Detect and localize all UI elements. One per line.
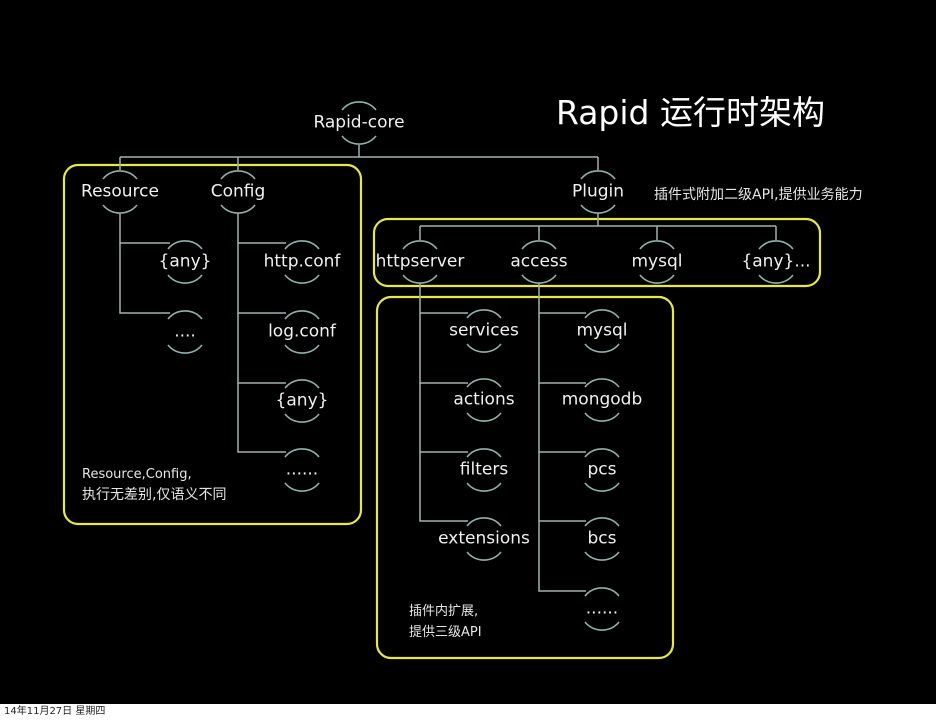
- node-rapid-core-top-arc: [341, 101, 377, 111]
- node-resource-more-top-arc: [167, 310, 203, 320]
- node-config-child-3-top-arc: [284, 448, 320, 458]
- connector-bcs: [538, 452, 586, 522]
- node-plugin-child-2-top-arc: [639, 240, 675, 250]
- node-access-child-4-top-arc: [584, 587, 620, 597]
- connector-resource-more: [119, 243, 170, 314]
- resource-config-note-line1: Resource,Config,: [82, 467, 192, 482]
- node-plugin: Plugin: [571, 181, 625, 202]
- group-plugin-extensions: [375, 295, 675, 660]
- node-config-bottom-arc: [220, 204, 256, 214]
- node-resource-top-arc: [102, 170, 138, 180]
- node-config-child-2-bottom-arc: [284, 413, 320, 423]
- node-mongodb: mongodb: [561, 389, 643, 410]
- node-config-more: ......: [285, 459, 319, 480]
- node-resource-bottom-arc: [102, 204, 138, 214]
- node-resource-more: ....: [174, 321, 196, 342]
- node-httpserver-child-0-top-arc: [466, 309, 502, 319]
- node-mysql: mysql: [576, 320, 628, 341]
- node-resource-any-top-arc: [167, 240, 203, 250]
- node-access-child-0-bottom-arc: [584, 343, 620, 353]
- node-httpserver-child-2-bottom-arc: [466, 482, 502, 492]
- node-plugin-any: {any}...: [741, 251, 811, 272]
- node-log-conf: log.conf: [268, 321, 336, 342]
- node-httpserver-child-1-bottom-arc: [466, 412, 502, 422]
- footer-date: 14年11月27日 星期四: [0, 704, 936, 720]
- node-services: services: [449, 320, 519, 341]
- connector-resource-any: [119, 213, 170, 244]
- node-plugin-child-0-bottom-arc: [402, 274, 438, 284]
- node-config-child-2-top-arc: [284, 379, 320, 389]
- node-httpserver-child-0-bottom-arc: [466, 343, 502, 353]
- node-mysql-plugin: mysql: [631, 251, 683, 272]
- node-plugin-child-0-top-arc: [402, 240, 438, 250]
- node-access-child-2-bottom-arc: [584, 482, 620, 492]
- group-resource-config: [62, 163, 363, 526]
- node-pcs: pcs: [587, 459, 617, 480]
- node-plugin-child-3-top-arc: [758, 240, 794, 250]
- node-plugin-bottom-arc: [580, 204, 616, 214]
- node-resource-more-bottom-arc: [167, 344, 203, 354]
- node-plugin-child-1-bottom-arc: [521, 274, 557, 284]
- node-httpserver-child-3-bottom-arc: [466, 551, 502, 561]
- node-access: access: [510, 251, 568, 272]
- node-config-any: {any}: [275, 390, 329, 411]
- node-rapid-core-bottom-arc: [341, 135, 377, 145]
- node-resource-any: {any}: [158, 251, 212, 272]
- plugin-ext-note-line1: 插件内扩展,: [409, 604, 479, 619]
- node-access-child-3-top-arc: [584, 517, 620, 527]
- node-config-child-1-bottom-arc: [284, 344, 320, 354]
- architecture-diagram: [62, 101, 822, 660]
- node-config-child-0-bottom-arc: [284, 274, 320, 284]
- node-plugin-child-2-bottom-arc: [639, 274, 675, 284]
- node-resource: Resource: [81, 181, 159, 202]
- group-plugins: [372, 217, 822, 288]
- node-extensions: extensions: [438, 528, 530, 549]
- node-config: Config: [210, 181, 266, 202]
- node-bcs: bcs: [587, 528, 617, 549]
- plugin-note: 插件式附加二级API,提供业务能力: [654, 187, 863, 203]
- node-config-top-arc: [220, 170, 256, 180]
- connector-config-more: [237, 383, 286, 453]
- node-access-child-1-bottom-arc: [584, 412, 620, 422]
- node-httpserver-child-3-top-arc: [466, 517, 502, 527]
- node-httpserver-child-2-top-arc: [466, 448, 502, 458]
- node-access-child-2-top-arc: [584, 448, 620, 458]
- slide-title: Rapid 运行时架构: [556, 93, 825, 132]
- node-access-child-3-bottom-arc: [584, 551, 620, 561]
- node-actions: actions: [453, 389, 515, 410]
- node-access-child-1-top-arc: [584, 378, 620, 388]
- node-filters: filters: [459, 459, 509, 480]
- node-resource-any-bottom-arc: [167, 274, 203, 284]
- resource-config-note-line2: 执行无差别,仅语义不同: [82, 487, 227, 503]
- plugin-ext-note-line2: 提供三级API: [409, 625, 482, 640]
- node-httpserver: httpserver: [375, 251, 465, 272]
- node-plugin-top-arc: [580, 170, 616, 180]
- slide: Rapid 运行时架构 Rapid-core Resource Config P…: [62, 93, 863, 660]
- node-plugin-child-1-top-arc: [521, 240, 557, 250]
- node-http-conf: http.conf: [263, 251, 341, 272]
- node-config-child-1-top-arc: [284, 310, 320, 320]
- node-access-more: ......: [585, 598, 619, 619]
- connector-extensions: [419, 452, 468, 522]
- node-config-child-3-bottom-arc: [284, 482, 320, 492]
- node-config-child-0-top-arc: [284, 240, 320, 250]
- node-plugin-child-3-bottom-arc: [758, 274, 794, 284]
- node-access-child-4-bottom-arc: [584, 621, 620, 631]
- connector-access-more: [538, 521, 586, 592]
- node-httpserver-child-1-top-arc: [466, 378, 502, 388]
- node-access-child-0-top-arc: [584, 309, 620, 319]
- connector-http-conf: [237, 213, 286, 244]
- node-rapid-core: Rapid-core: [313, 112, 405, 133]
